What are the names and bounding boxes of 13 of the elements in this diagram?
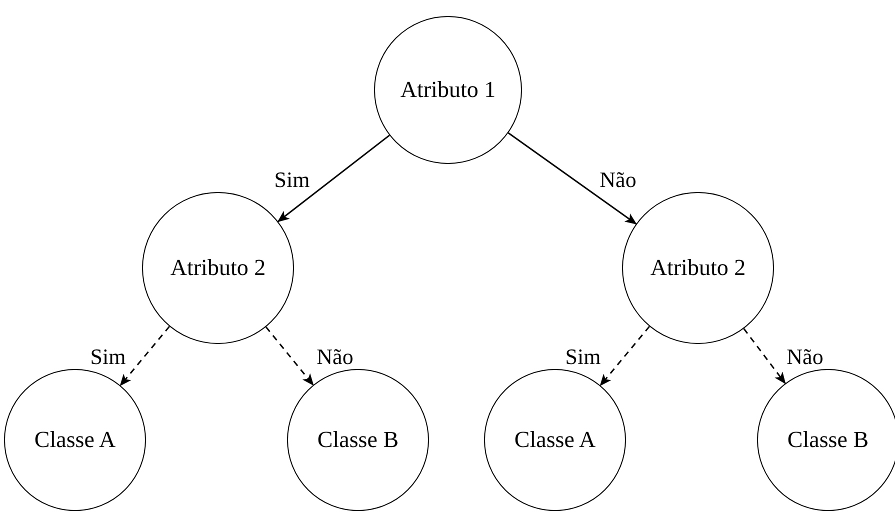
node-label: Classe A: [34, 426, 116, 454]
arrow: [600, 326, 650, 386]
node-label: Atributo 2: [650, 254, 746, 282]
node-label: Classe A: [514, 426, 596, 454]
arrow: [277, 134, 390, 222]
arrow: [265, 326, 314, 386]
node-label: Atributo 2: [170, 254, 266, 282]
node-label: Classe B: [787, 426, 869, 454]
arrow: [120, 326, 170, 386]
arrow: [508, 132, 637, 225]
node-label: Atributo 1: [400, 76, 496, 104]
arrow: [743, 328, 786, 384]
node-label: Classe B: [317, 426, 399, 454]
